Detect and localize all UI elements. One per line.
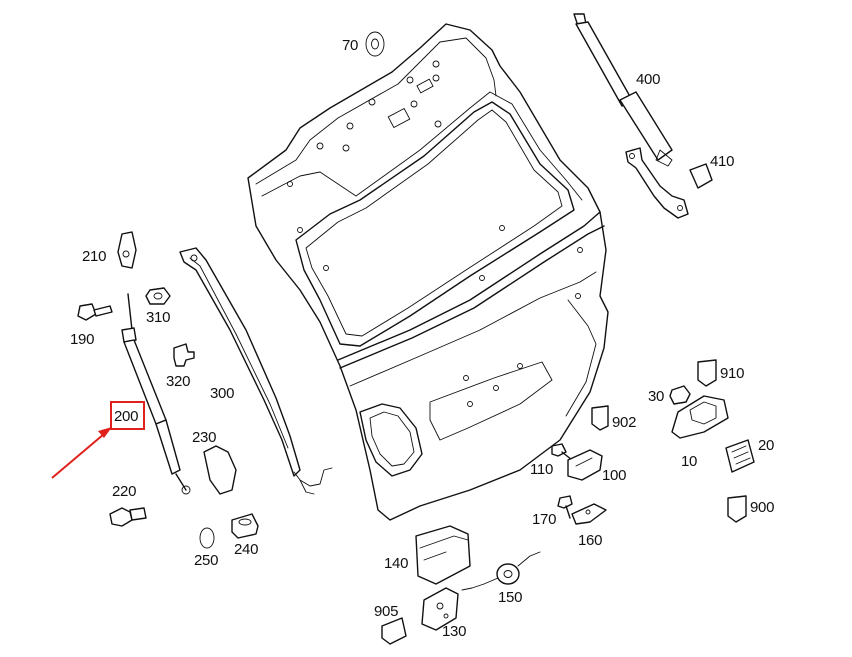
label-320: 320 xyxy=(166,373,190,390)
part-905[interactable]: 905 xyxy=(374,603,407,645)
label-190: 190 xyxy=(70,331,94,348)
part-910[interactable]: 910 xyxy=(697,359,744,387)
label-70: 70 xyxy=(342,37,358,54)
label-400: 400 xyxy=(636,71,660,88)
label-130: 130 xyxy=(442,623,466,640)
part-300[interactable]: 300 xyxy=(179,247,333,495)
part-100[interactable]: 100 xyxy=(567,449,626,484)
label-170: 170 xyxy=(532,511,556,528)
label-20: 20 xyxy=(758,437,774,454)
part-130[interactable]: 130 xyxy=(421,587,466,640)
label-160: 160 xyxy=(578,532,602,549)
label-910: 910 xyxy=(720,365,744,382)
part-410[interactable]: 410 xyxy=(625,147,734,219)
label-140: 140 xyxy=(384,555,408,572)
label-220: 220 xyxy=(112,483,136,500)
tailgate-assembly xyxy=(247,23,609,521)
part-150[interactable]: 150 xyxy=(461,551,541,606)
part-160[interactable]: 160 xyxy=(571,503,607,549)
part-70[interactable]: 70 xyxy=(342,31,385,57)
label-300: 300 xyxy=(210,385,234,402)
label-905: 905 xyxy=(374,603,398,620)
label-100: 100 xyxy=(602,467,626,484)
label-310: 310 xyxy=(146,309,170,326)
part-190[interactable]: 190 xyxy=(70,303,113,348)
label-150: 150 xyxy=(498,589,522,606)
label-900: 900 xyxy=(750,499,774,516)
highlight-arrow xyxy=(51,427,112,479)
label-200: 200 xyxy=(114,408,138,425)
part-20[interactable]: 20 xyxy=(725,437,774,473)
label-902: 902 xyxy=(612,414,636,431)
part-220[interactable]: 220 xyxy=(109,483,147,527)
part-902[interactable]: 902 xyxy=(591,405,636,431)
part-320[interactable]: 320 xyxy=(166,343,195,390)
label-110: 110 xyxy=(530,461,553,478)
label-410: 410 xyxy=(710,153,734,170)
label-210: 210 xyxy=(82,248,106,265)
part-170[interactable]: 170 xyxy=(532,495,573,528)
part-210[interactable]: 210 xyxy=(82,231,137,269)
label-230: 230 xyxy=(192,429,216,446)
part-230[interactable]: 230 xyxy=(192,429,237,495)
part-310[interactable]: 310 xyxy=(145,287,171,326)
highlight-box-200 xyxy=(110,401,145,430)
label-250: 250 xyxy=(194,552,218,569)
part-400[interactable]: 400 xyxy=(573,13,673,167)
part-10[interactable]: 10 xyxy=(671,395,729,470)
part-110[interactable]: 110 xyxy=(530,443,573,478)
part-900[interactable]: 900 xyxy=(727,495,774,523)
label-10: 10 xyxy=(681,453,697,470)
part-250[interactable]: 250 xyxy=(194,527,218,569)
part-30[interactable]: 30 xyxy=(648,385,691,405)
label-240: 240 xyxy=(234,541,258,558)
label-30: 30 xyxy=(648,388,664,405)
part-240[interactable]: 240 xyxy=(231,513,259,558)
part-140[interactable]: 140 xyxy=(384,525,471,585)
part-200[interactable]: 200 xyxy=(110,293,191,495)
